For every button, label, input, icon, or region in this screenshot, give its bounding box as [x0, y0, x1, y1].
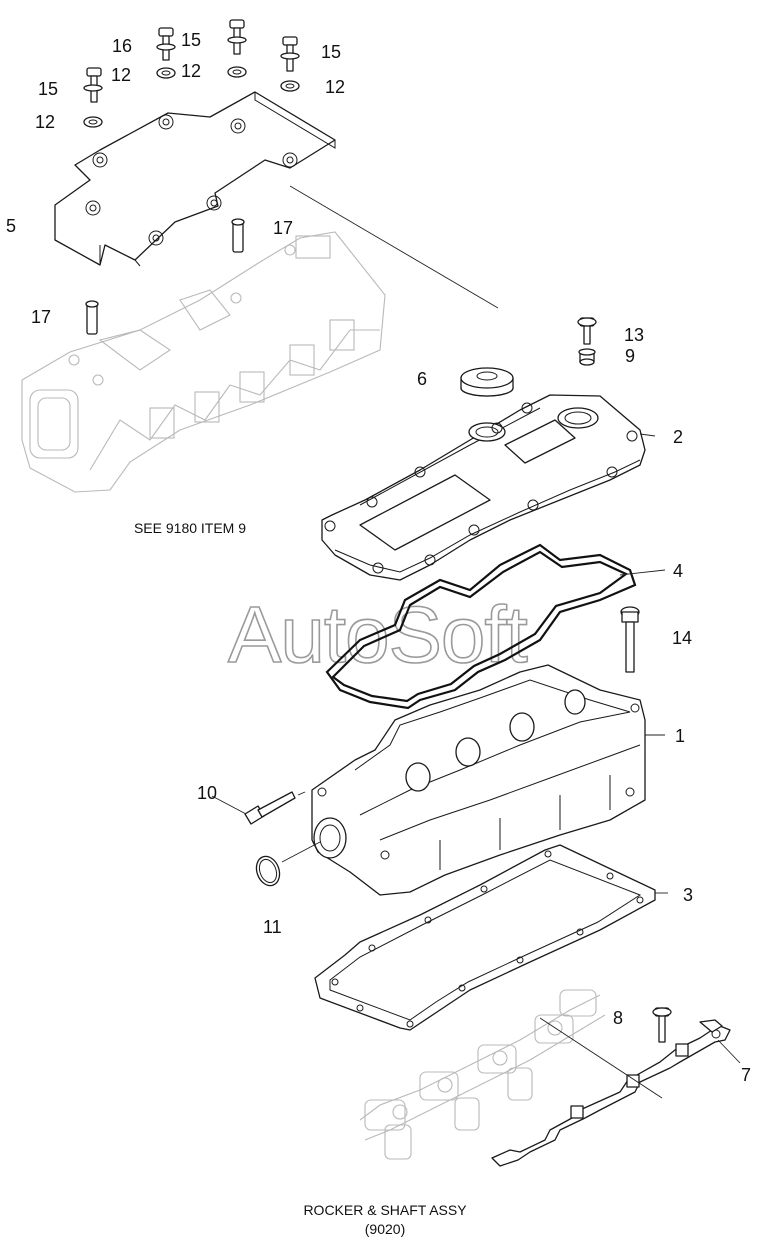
callout-8: 8: [613, 1008, 623, 1028]
flange-washers: [83, 66, 300, 128]
callout-17: 17: [31, 307, 51, 327]
callout-1: 1: [675, 726, 685, 746]
callout-11: 11: [263, 917, 282, 937]
callout-16: 16: [112, 36, 132, 56]
watermark-text: AutoSoft: [228, 590, 528, 679]
callout-12: 12: [111, 65, 131, 85]
callout-13: 13: [624, 325, 644, 345]
callout-9: 9: [625, 346, 635, 366]
callout-15: 15: [321, 42, 341, 62]
callout-12: 12: [181, 61, 201, 81]
housing-side-bolt: [244, 791, 296, 825]
callout-3: 3: [683, 885, 693, 905]
valve-cover: [321, 394, 646, 581]
long-cover-bolt: [620, 606, 640, 673]
callout-17: 17: [273, 218, 293, 238]
heat-shield-plate: [54, 91, 336, 267]
harness-bracket: [491, 1019, 731, 1167]
stud-parts: [85, 218, 245, 335]
callout-2: 2: [673, 427, 683, 447]
callout-15: 15: [38, 79, 58, 99]
cover-bolt-and-grommet: [577, 317, 597, 366]
callout-4: 4: [673, 561, 683, 581]
o-ring: [255, 855, 281, 887]
exhaust-manifold-ghost: [21, 231, 386, 493]
manifold-reference-note: SEE 9180 ITEM 9: [133, 520, 247, 536]
bracket-bolt: [652, 1007, 672, 1043]
callout-labels: 16 15 15 15 12 12 12 12 5 17 17 13 9 6 2…: [6, 30, 751, 1085]
callout-15: 15: [181, 30, 201, 50]
lower-gasket: [314, 844, 656, 1031]
oil-filler-cap: [460, 367, 514, 397]
callout-7: 7: [741, 1065, 751, 1085]
callout-14: 14: [672, 628, 692, 648]
rocker-housing: [311, 664, 646, 896]
cover-gasket: [325, 543, 637, 710]
leader-lines: [211, 185, 741, 1099]
rocker-shaft-ghost: [359, 989, 606, 1160]
flange-bolts: [83, 19, 300, 103]
callout-12: 12: [35, 112, 55, 132]
rocker-assembly-title: ROCKER & SHAFT ASSY: [303, 1202, 467, 1218]
callout-10: 10: [197, 783, 217, 803]
rocker-assembly-code: (9020): [364, 1221, 406, 1237]
callout-6: 6: [417, 369, 427, 389]
callout-5: 5: [6, 216, 16, 236]
callout-12: 12: [325, 77, 345, 97]
